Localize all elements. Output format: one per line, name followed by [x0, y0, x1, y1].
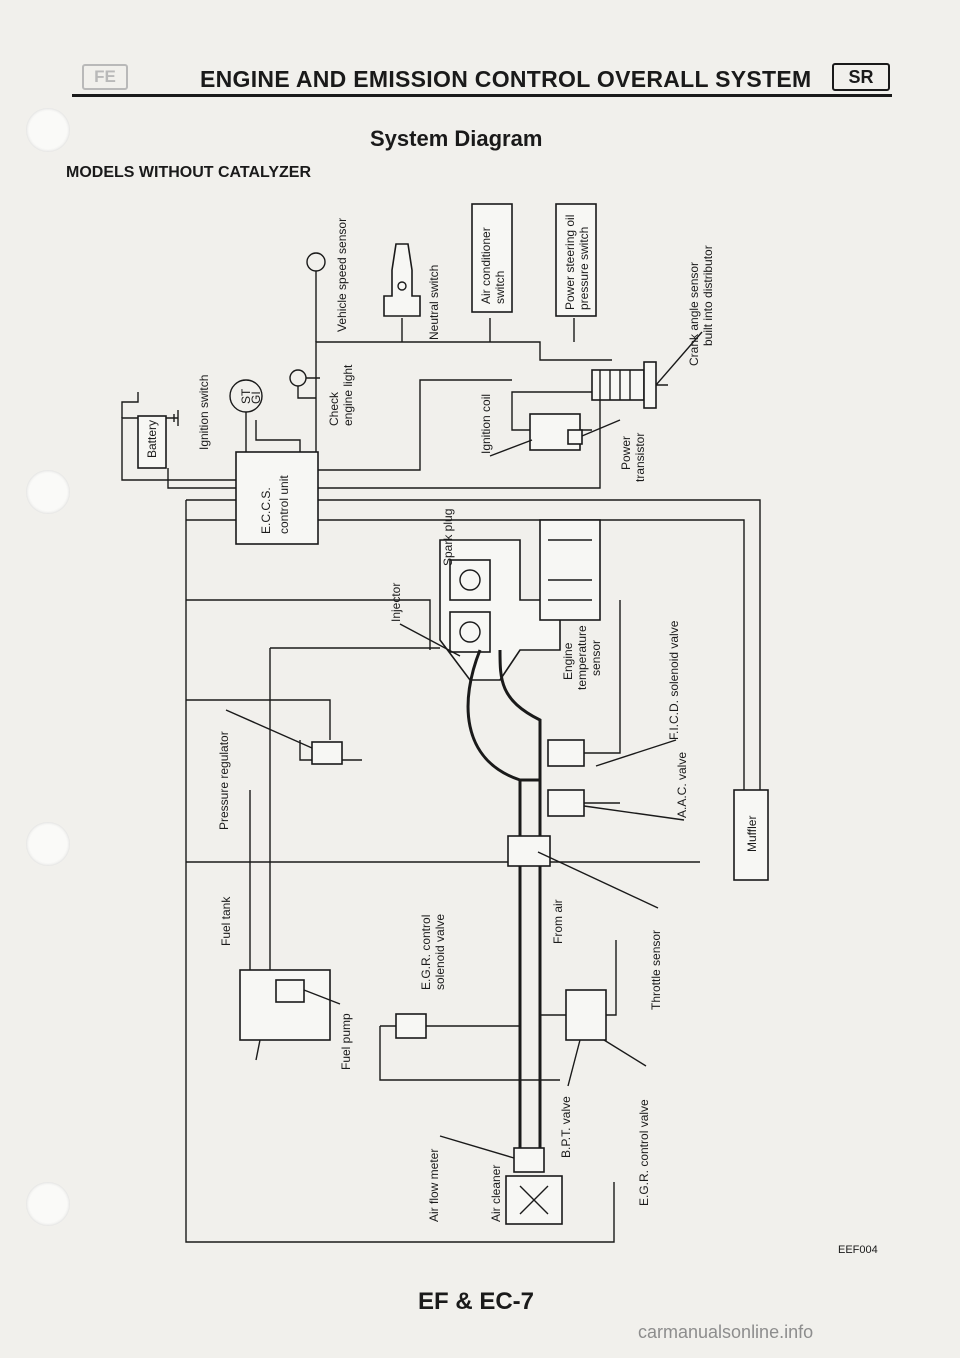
air-flow-meter-label: Air flow meter: [427, 1149, 441, 1222]
crank-angle-sensor-distributor: Crank angle sensor built into distributo…: [591, 245, 715, 409]
ac-switch-label-2: switch: [493, 271, 507, 304]
page-code-badge: FE: [82, 64, 128, 90]
battery: Battery: [121, 392, 179, 469]
engine: [439, 519, 601, 681]
ps-switch-label-2: pressure switch: [577, 227, 591, 310]
ignition-gi-label: GI: [249, 391, 263, 404]
battery-label: Battery: [145, 420, 159, 458]
vehicle-speed-sensor: Vehicle speed sensor: [306, 218, 349, 332]
fuel-tank-label: Fuel tank: [219, 896, 233, 946]
ecu-label-2: control unit: [277, 475, 291, 534]
egr-solenoid-label-1: E.G.R. control: [419, 915, 433, 990]
section-title: System Diagram: [370, 126, 543, 151]
ignition-coil-label: Ignition coil: [479, 394, 493, 454]
binder-hole-2: [26, 470, 70, 514]
page-title: ENGINE AND EMISSION CONTROL OVERALL SYST…: [200, 66, 812, 92]
ignition-st-label: ST: [239, 388, 253, 404]
power-transistor-label-1: Power: [619, 436, 633, 470]
figure-code: EEF004: [838, 1244, 878, 1256]
power-transistor-label-2: transistor: [633, 433, 647, 482]
section-badge: SR: [832, 63, 890, 91]
bpt-egr-valves: [540, 940, 617, 1041]
spark-plug-label: Spark plug: [441, 509, 455, 566]
ignition-switch-label: Ignition switch: [197, 375, 211, 450]
engine-temp-label-1: Engine: [561, 642, 575, 680]
pressure-regulator: [311, 741, 343, 765]
vehicle-speed-label: Vehicle speed sensor: [335, 218, 349, 332]
fic-valve-label: F.I.C.D. solenoid valve: [667, 620, 681, 740]
check-engine-label-1: Check: [327, 391, 341, 426]
neutral-switch: Neutral switch: [383, 243, 441, 340]
watermark: carmanualsonline.info: [638, 1322, 814, 1342]
neutral-switch-label: Neutral switch: [427, 265, 441, 340]
throttle-chamber: [507, 835, 551, 867]
ignition-coil: Ignition coil: [479, 391, 592, 457]
power-steering-switch: Power steering oil pressure switch: [555, 203, 597, 317]
header-rule: [72, 94, 892, 97]
air-cleaner: [505, 1175, 563, 1225]
air-cleaner-label: Air cleaner: [489, 1165, 503, 1222]
fuel-tank: [239, 969, 331, 1061]
crank-angle-label-2: built into distributor: [701, 245, 715, 346]
binder-hole-3: [26, 822, 70, 866]
from-air-label: From air: [551, 899, 565, 944]
air-flow-meter: [513, 1147, 545, 1173]
egr-solenoid-valve: [379, 1013, 560, 1081]
crank-angle-label-1: Crank angle sensor: [687, 262, 701, 366]
check-engine-label-2: engine light: [341, 364, 355, 426]
binder-hole-4: [26, 1182, 70, 1226]
ac-switch-label-1: Air conditioner: [479, 227, 493, 304]
injector-label: Injector: [389, 583, 403, 622]
engine-temp-label-3: sensor: [589, 640, 603, 676]
models-heading: MODELS WITHOUT CATALYZER: [66, 164, 312, 181]
ignition-switch: ST GI Ignition switch: [197, 375, 301, 452]
air-conditioner-switch: Air conditioner switch: [471, 203, 513, 313]
egr-solenoid-label-2: solenoid valve: [433, 914, 447, 990]
throttle-sensor-label: Throttle sensor: [649, 930, 663, 1010]
check-engine-light: Check engine light: [289, 364, 355, 426]
bpt-valve-label: B.P.T. valve: [559, 1096, 573, 1158]
muffler: Muffler: [733, 789, 769, 881]
ecu-label-1: E.C.C.S.: [259, 487, 273, 534]
binder-hole-1: [26, 108, 70, 152]
engine-temp-label-2: temperature: [575, 625, 589, 690]
pressure-regulator-label: Pressure regulator: [217, 731, 231, 830]
ps-switch-label-1: Power steering oil: [563, 215, 577, 310]
muffler-label: Muffler: [745, 816, 759, 852]
aac-fic-valves: [547, 600, 621, 817]
aac-valve-label: A.A.C. valve: [675, 752, 689, 818]
ecu-control-unit: E.C.C.S. control unit: [235, 451, 319, 545]
page-footer: EF & EC-7: [418, 1288, 535, 1315]
fuel-pump-label: Fuel pump: [339, 1013, 353, 1070]
egr-control-valve-label: E.G.R. control valve: [637, 1099, 651, 1206]
